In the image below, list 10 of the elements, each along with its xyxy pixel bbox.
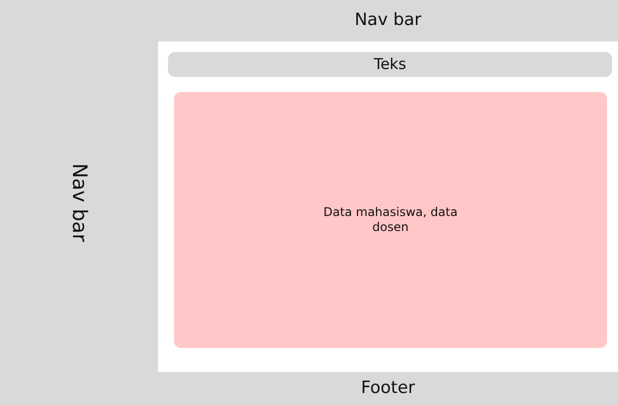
- label: Nav bar: [354, 10, 422, 32]
- footer-bar: [158, 372, 618, 405]
- text-bar: [168, 52, 612, 77]
- label: Data mahasiswa, data dosen: [322, 205, 459, 235]
- label: Nav bar: [66, 163, 92, 242]
- label: Footer: [360, 378, 416, 400]
- side-nav-bar: [0, 0, 158, 405]
- label: Teks: [374, 55, 406, 74]
- top-nav-bar: [158, 0, 618, 41]
- content-panel: [174, 92, 607, 348]
